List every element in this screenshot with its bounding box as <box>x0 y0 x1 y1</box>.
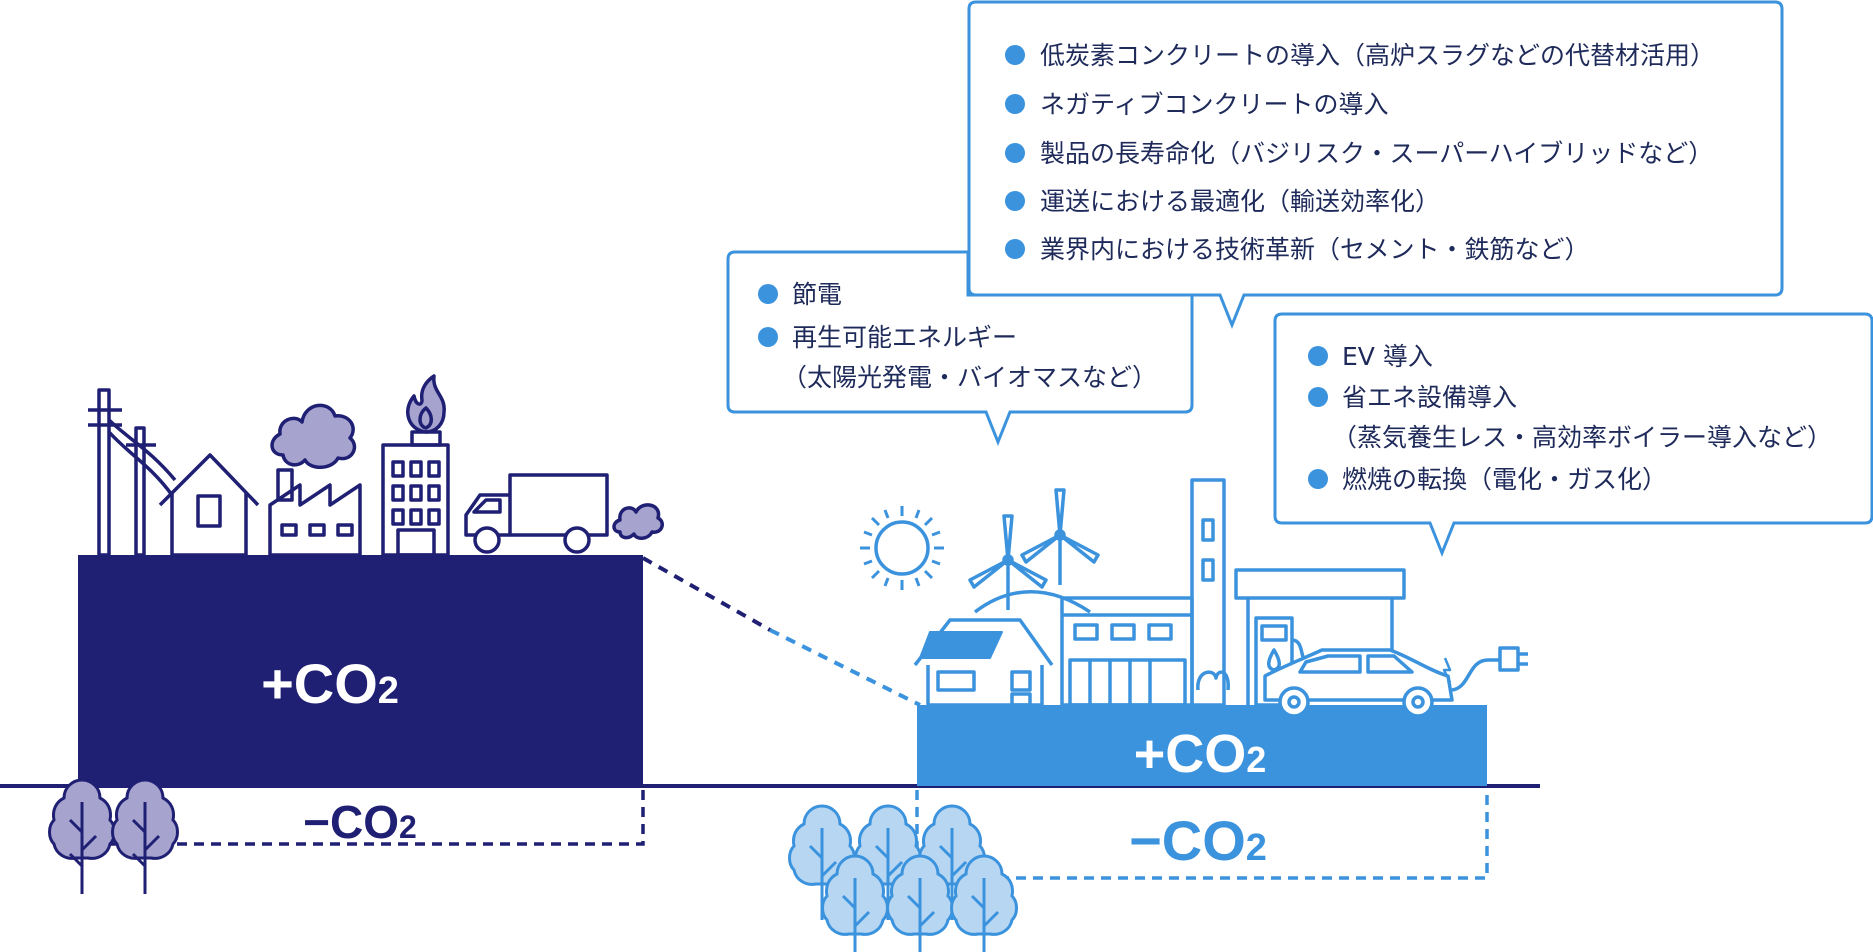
tree-cluster <box>788 804 1018 952</box>
tree-icon <box>48 778 116 894</box>
tree-icon <box>886 854 954 952</box>
tree-icon <box>821 854 889 952</box>
top-bullet-4: 運送における最適化（輸送効率化） <box>1040 187 1440 216</box>
right-emission-block <box>917 705 1487 786</box>
right-bullet-1: EV 導入 <box>1342 342 1433 371</box>
smoke-icon <box>612 503 664 540</box>
top-callout-bubble: 低炭素コンクリートの導入（高炉スラグなどの代替材活用） ネガティブコンクリートの… <box>967 0 1784 330</box>
truck-icon <box>464 473 609 554</box>
eco-factory-icon <box>1060 478 1230 707</box>
right-minus-co2: −CO2 <box>1129 809 1267 872</box>
plug-icon <box>1451 646 1528 692</box>
right-bullet-2-detail: （蒸気養生レス・高効率ボイラー導入など） <box>1332 423 1832 452</box>
top-bullet-5: 業界内における技術革新（セメント・鉄筋など） <box>1040 235 1590 264</box>
ev-charger-icon <box>1234 568 1406 707</box>
tree-icon <box>111 778 179 894</box>
right-bullet-3: 燃焼の転換（電化・ガス化） <box>1342 465 1667 494</box>
wind-turbine-icon <box>968 488 1100 610</box>
factory-icon <box>268 468 362 557</box>
right-callout-bubble: EV 導入 省エネ設備導入 （蒸気養生レス・高効率ボイラー導入など） 燃焼の転換… <box>1273 312 1873 558</box>
left-emission-block <box>78 555 643 786</box>
tree-icon <box>950 854 1018 952</box>
left-bullet-2-detail: （太陽光発電・バイオマスなど） <box>782 363 1157 392</box>
transition-line-blue <box>769 628 921 707</box>
left-plus-co2: +CO2 <box>261 652 399 715</box>
left-bullet-2: 再生可能エネルギー <box>792 323 1017 352</box>
right-plus-co2: +CO2 <box>1134 724 1267 784</box>
flame-icon <box>406 374 446 447</box>
smoke-icon <box>270 403 357 469</box>
right-bullet-2: 省エネ設備導入 <box>1342 383 1517 412</box>
top-bullet-3: 製品の長寿命化（バジリスク・スーパーハイブリッドなど） <box>1040 139 1713 168</box>
left-bullet-1: 節電 <box>792 280 842 309</box>
building-icon <box>381 443 450 557</box>
right-scene <box>860 478 1528 718</box>
top-bullet-1: 低炭素コンクリートの導入（高炉スラグなどの代替材活用） <box>1040 41 1715 70</box>
house-icon <box>158 453 260 557</box>
utility-pole-icon <box>88 388 177 557</box>
left-minus-co2: −CO2 <box>303 796 417 848</box>
solar-house-icon <box>913 618 1054 707</box>
right-absorption-box <box>915 790 1489 880</box>
left-callout-bubble: 節電 再生可能エネルギー （太陽光発電・バイオマスなど） <box>726 250 1194 447</box>
top-bullet-2: ネガティブコンクリートの導入 <box>1040 90 1389 119</box>
sun-icon <box>860 506 944 590</box>
transition-line-navy <box>642 556 771 632</box>
electric-car-icon <box>1263 648 1454 718</box>
left-scene <box>88 374 664 557</box>
